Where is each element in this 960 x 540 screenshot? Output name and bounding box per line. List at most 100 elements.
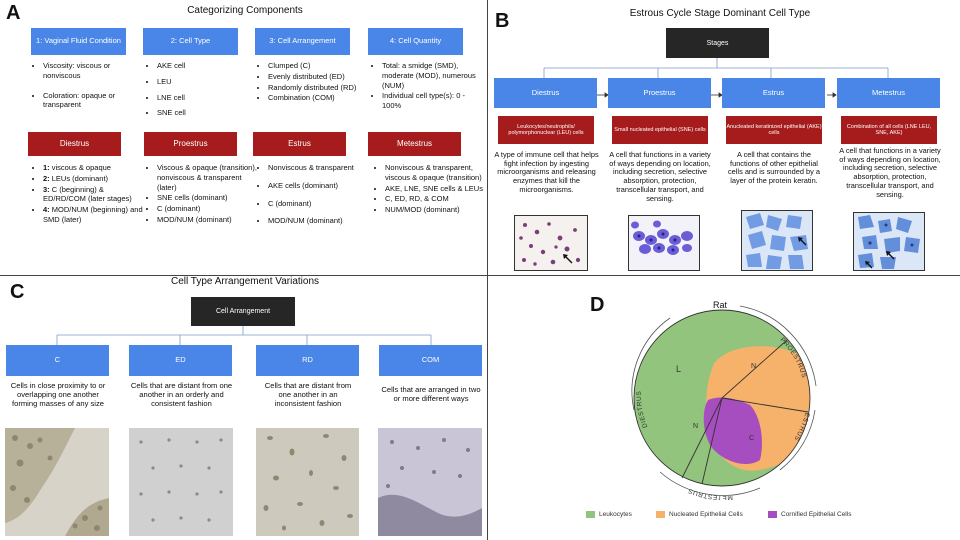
header-cell-quantity: 4: Cell Quantity: [368, 28, 463, 55]
micrograph-leu-drawing: [519, 222, 581, 266]
legend-cornified: Cornified Epithelial Cells: [768, 511, 851, 518]
list-item: Combination (COM): [268, 93, 370, 103]
col3-list: Clumped (C) Evenly distributed (ED) Rand…: [257, 61, 370, 104]
list-item: SNE cell: [157, 108, 253, 118]
panel-a-title: Categorizing Components: [187, 5, 303, 16]
legend-label: Leukocytes: [599, 511, 632, 518]
desc-combination: A cell that functions in a variety of wa…: [839, 146, 941, 199]
arrangement-c: C: [6, 345, 109, 376]
col2-list: AKE cell LEU LNE cell SNE cell: [146, 61, 253, 121]
cell-box-sne: Small nucleated epithelial (SNE) cells: [612, 116, 708, 144]
desc-ed: Cells that are distant from one another …: [130, 381, 233, 409]
list-item: Total: a smidge (SMD), moderate (MOD), n…: [382, 61, 480, 90]
panel-c-title: Cell Type Arrangement Variations: [170, 276, 320, 287]
list-item: Nonviscous & transparent: [268, 163, 373, 173]
panel-c-connectors: [56, 326, 432, 345]
header-vaginal-fluid: 1: Vaginal Fluid Condition: [31, 28, 126, 55]
panel-c-letter: C: [10, 281, 25, 303]
panel-b-connectors: [543, 58, 889, 98]
header-cell-arrangement: 3: Cell Arrangement: [255, 28, 350, 55]
desc-ake: A cell that contains the functions of ot…: [727, 150, 821, 186]
legend-swatch: [768, 511, 777, 518]
legend-label: Cornified Epithelial Cells: [781, 511, 852, 518]
b-stage-proestrus: Proestrus: [608, 78, 711, 108]
col4-list: Total: a smidge (SMD), moderate (MOD), n…: [371, 61, 480, 112]
list-item: SNE cells (dominant): [157, 193, 263, 203]
stage-box-proestrus: Proestrus: [144, 132, 237, 156]
arrangement-root: Cell Arrangement: [191, 297, 295, 326]
micrograph-combination-arrangement-drawing: [378, 438, 482, 536]
list-item: LNE cell: [157, 93, 253, 103]
cell-box-ake: Anucleated keratinized epithelial (AKE) …: [726, 116, 822, 144]
micrograph-ake-drawing: [746, 213, 808, 269]
micrograph-even-drawing: [139, 438, 223, 522]
stage-box-diestrus: Diestrus: [28, 132, 121, 156]
desc-rd: Cells that are distant from one another …: [264, 381, 352, 409]
proestrus-list: Viscous & opaque (transition), nonviscou…: [146, 163, 263, 226]
micrograph-ake: [741, 210, 813, 271]
list-item: C (dominant): [157, 204, 263, 214]
arrangement-rd: RD: [256, 345, 359, 376]
list-item: AKE cell: [157, 61, 253, 71]
cell-box-combination: Combination of all cells (LNE LEU, SNE, …: [841, 116, 937, 144]
desc-com: Cells that are arranged in two or more d…: [381, 385, 481, 404]
list-item: Viscous & opaque (transition), nonviscou…: [157, 163, 263, 192]
micrograph-clumped: [5, 428, 109, 536]
region-label-c: C: [749, 435, 754, 442]
panel-d-letter: D: [590, 294, 605, 316]
region-label-l: L: [676, 364, 681, 374]
micrograph-combination-arrangement: [378, 428, 482, 536]
list-item: 2: LEUs (dominant): [43, 174, 143, 184]
micrograph-combination-drawing: [858, 215, 920, 269]
region-label-n-top: N: [751, 363, 756, 370]
list-item: Randomly distributed (RD): [268, 83, 370, 93]
micrograph-combination: [853, 212, 925, 271]
legend-swatch: [656, 511, 665, 518]
list-item: 1: viscous & opaque: [43, 163, 143, 173]
legend-swatch: [586, 511, 595, 518]
stage-box-metestrus: Metestrus: [368, 132, 461, 156]
micrograph-sne-drawing: [631, 220, 693, 255]
legend-nucleated: Nucleated Epithelial Cells: [656, 511, 743, 518]
list-item: 3: C (beginning) & ED/RD/COM (later stag…: [43, 185, 143, 205]
header-cell-type: 2: Cell Type: [143, 28, 238, 55]
list-item: Coloration: opaque or transparent: [43, 91, 139, 111]
list-item: C (dominant): [268, 199, 373, 209]
divider-horizontal: [0, 275, 960, 276]
b-stage-diestrus: Diestrus: [494, 78, 597, 108]
list-item: MOD/NUM (dominant): [157, 215, 263, 225]
list-item: AKE, LNE, SNE cells & LEUs: [385, 184, 485, 194]
micrograph-random: [256, 428, 359, 536]
micrograph-clumped-drawing: [5, 428, 109, 536]
legend-leukocytes: Leukocytes: [586, 511, 632, 518]
panel-b-letter: B: [495, 10, 510, 32]
arrangement-com: COM: [379, 345, 482, 376]
micrograph-even: [129, 428, 233, 536]
list-item: Clumped (C): [268, 61, 370, 71]
stages-root: Stages: [666, 28, 769, 58]
desc-leu: A type of immune cell that helps fight i…: [494, 150, 599, 194]
list-item: AKE cells (dominant): [268, 181, 373, 191]
arrangement-ed: ED: [129, 345, 232, 376]
micrograph-sne: [628, 215, 700, 271]
micrograph-random-drawing: [263, 434, 353, 531]
panel-a-letter: A: [6, 2, 21, 24]
stage-box-estrus: Estrus: [253, 132, 346, 156]
list-item: 4: MOD/NUM (beginning) and SMD (later): [43, 205, 143, 225]
list-item: C, ED, RD, & COM: [385, 194, 485, 204]
b-stage-estrus: Estrus: [722, 78, 825, 108]
estrus-list: Nonviscous & transparent AKE cells (domi…: [257, 163, 373, 229]
list-item: Individual cell type(s): 0 - 100%: [382, 91, 480, 111]
list-item: Viscosity: viscous or nonviscous: [43, 61, 139, 81]
divider-vertical-top: [487, 0, 488, 275]
list-item: NUM/MOD (dominant): [385, 205, 485, 215]
b-stage-metestrus: Metestrus: [837, 78, 940, 108]
diestrus-list: 1: viscous & opaque 2: LEUs (dominant) 3…: [32, 163, 143, 226]
cycle-wheel: L N N C DIESTRUS PROESTRUS ESTRUS METEST…: [631, 305, 817, 500]
micrograph-leu: [514, 215, 588, 271]
metestrus-list: Nonviscous & transparent, viscous & opaq…: [374, 163, 485, 216]
desc-c: Cells in close proximity to or overlappi…: [10, 381, 106, 409]
cell-box-leu: Leukocytes/neutrophils/ polymorphonuclea…: [498, 116, 594, 144]
divider-vertical-bottom: [487, 275, 488, 540]
